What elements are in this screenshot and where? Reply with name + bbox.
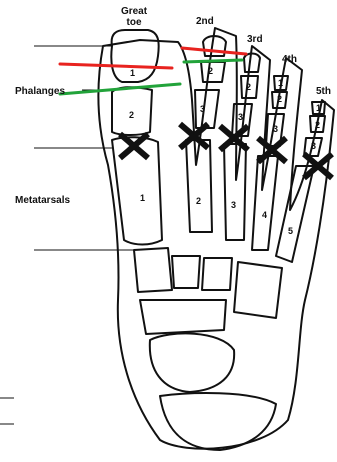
toe2-proximal bbox=[195, 90, 219, 128]
tarsal-medial-cuneiform bbox=[134, 248, 172, 292]
num-toe4-middle: 2 bbox=[277, 94, 282, 104]
num-toe5-middle: 2 bbox=[315, 120, 320, 130]
num-metatarsal-2: 2 bbox=[196, 196, 201, 206]
green-line-second-toe bbox=[184, 60, 242, 62]
label-third-toe: 3rd bbox=[247, 34, 263, 45]
num-toe4-distal: 1 bbox=[278, 78, 283, 88]
metatarsal-3 bbox=[224, 144, 246, 240]
green-line-great-toe bbox=[60, 84, 180, 94]
num-toe3-proximal: 3 bbox=[238, 112, 243, 122]
num-metatarsal-3: 3 bbox=[231, 200, 236, 210]
tarsal-lateral-cuneiform bbox=[202, 258, 232, 290]
label-fifth-toe: 5th bbox=[316, 86, 331, 97]
metatarsal-1 bbox=[112, 137, 162, 244]
metatarsal-5 bbox=[276, 166, 314, 262]
num-metatarsal-5: 5 bbox=[288, 226, 293, 236]
num-toe5-proximal: 3 bbox=[311, 141, 316, 151]
label-great-toe: Great toe bbox=[114, 6, 154, 28]
label-fourth-toe: 4th bbox=[282, 54, 297, 65]
tarsal-talus bbox=[150, 333, 234, 392]
num-great-toe-distal: 1 bbox=[130, 68, 135, 78]
num-metatarsal-1: 1 bbox=[140, 193, 145, 203]
label-great-toe-line2: toe bbox=[114, 17, 154, 28]
x-marker-3 bbox=[220, 126, 248, 150]
tarsal-navicular bbox=[140, 300, 226, 334]
num-metatarsal-4: 4 bbox=[262, 210, 267, 220]
tarsal-intermediate-cuneiform bbox=[172, 256, 200, 288]
red-line-great-toe bbox=[60, 64, 172, 68]
label-great-toe-line1: Great bbox=[114, 6, 154, 17]
num-toe2-middle: 2 bbox=[208, 66, 213, 76]
toe3-distal bbox=[244, 54, 260, 73]
num-great-toe-proximal: 2 bbox=[129, 110, 134, 120]
metatarsal-2 bbox=[186, 140, 212, 232]
label-metatarsals: Metatarsals bbox=[15, 195, 70, 206]
num-toe2-proximal: 3 bbox=[200, 104, 205, 114]
tarsal-cuboid bbox=[234, 262, 282, 318]
tarsal-calcaneus bbox=[160, 393, 276, 450]
label-phalanges: Phalanges bbox=[15, 86, 65, 97]
label-second-toe: 2nd bbox=[196, 16, 214, 27]
num-toe3-middle: 2 bbox=[246, 82, 251, 92]
num-toe4-proximal: 3 bbox=[273, 124, 278, 134]
num-toe5-distal: 1 bbox=[316, 103, 321, 113]
